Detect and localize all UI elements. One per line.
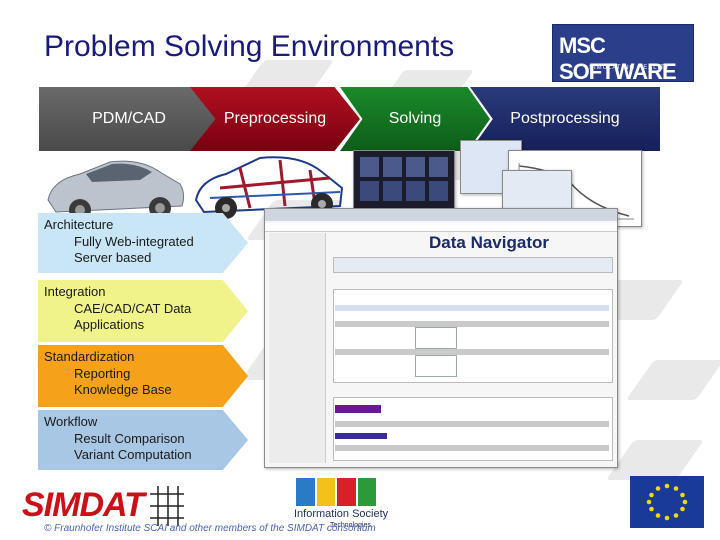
simdat-grid-icon <box>150 486 184 526</box>
step-postprocessing-label: Postprocessing <box>510 110 620 127</box>
feature-workflow-item: Variant Computation <box>74 447 192 462</box>
ist-logo-text: Information Society <box>294 508 389 520</box>
msc-software-logo: MSC SOFTWARE SIMULATING REALITY <box>552 24 694 84</box>
step-pdm-cad-label: PDM/CAD <box>92 110 166 127</box>
step-preprocessing: Preprocessing <box>190 87 360 151</box>
car-cad-image <box>47 160 185 221</box>
feature-standardization-item: Reporting <box>74 365 131 381</box>
solver-window <box>353 150 455 212</box>
slide-title: Problem Solving Environments <box>44 30 455 63</box>
feature-standardization: Standardization Reporting Knowledge Base <box>38 345 248 407</box>
simdat-logo: SIMDAT <box>22 486 145 524</box>
feature-standardization-item: Knowledge Base <box>74 382 172 397</box>
feature-workflow: Workflow Result Comparison Variant Compu… <box>38 410 248 470</box>
feature-architecture: Architecture Fully Web-integrated Server… <box>38 213 248 273</box>
feature-workflow-heading: Workflow <box>44 414 98 429</box>
feature-integration-item: Applications <box>74 317 145 332</box>
feature-integration-heading: Integration <box>44 284 106 299</box>
feature-architecture-heading: Architecture <box>44 217 114 232</box>
step-solving: Solving <box>340 87 490 151</box>
data-navigator-title: Data Navigator <box>429 233 549 252</box>
feature-integration-item: CAE/CAD/CAT Data <box>74 300 192 316</box>
msc-logo-tagline: SIMULATING REALITY <box>589 65 670 71</box>
ist-logo-subtext: Technologies <box>330 522 371 529</box>
feature-architecture-item: Server based <box>74 250 152 265</box>
feature-integration: Integration CAE/CAD/CAT Data Application… <box>38 280 248 342</box>
step-preprocessing-label: Preprocessing <box>223 110 327 127</box>
data-navigator-window: Data Navigator <box>264 208 618 468</box>
ist-logo-icon <box>296 478 376 506</box>
step-solving-label: Solving <box>388 110 442 127</box>
feature-workflow-item: Result Comparison <box>74 430 185 446</box>
feature-standardization-heading: Standardization <box>44 349 135 364</box>
step-pdm-cad: PDM/CAD <box>39 87 219 151</box>
feature-architecture-item: Fully Web-integrated <box>74 233 194 249</box>
eu-flag-icon <box>630 476 704 528</box>
copyright-footer: © Fraunhofer Institute SCAI and other me… <box>44 523 376 534</box>
msc-logo-text: MSC SOFTWARE <box>559 33 677 84</box>
